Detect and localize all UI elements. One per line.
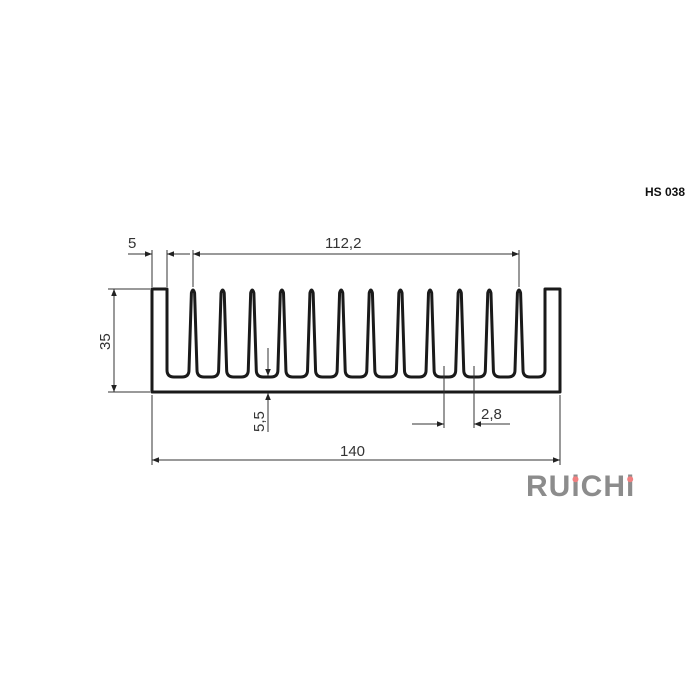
fin-span-label: 112,2 — [325, 235, 361, 252]
dimension-lines — [108, 250, 561, 465]
logo-text: RUiCHi — [526, 470, 635, 503]
logo-dot — [627, 476, 634, 483]
wall-thickness-label: 5 — [128, 235, 136, 252]
fin-pitch-label: 2,8 — [481, 406, 502, 423]
height-label: 35 — [97, 333, 114, 350]
logo-dot — [572, 476, 579, 483]
ruichi-logo: RUiCHi — [526, 470, 635, 503]
heatsink-profile — [150, 287, 562, 394]
base-thickness-label: 5,5 — [251, 411, 268, 432]
product-code: HS 038 — [645, 185, 685, 199]
total-width-label: 140 — [340, 443, 365, 460]
